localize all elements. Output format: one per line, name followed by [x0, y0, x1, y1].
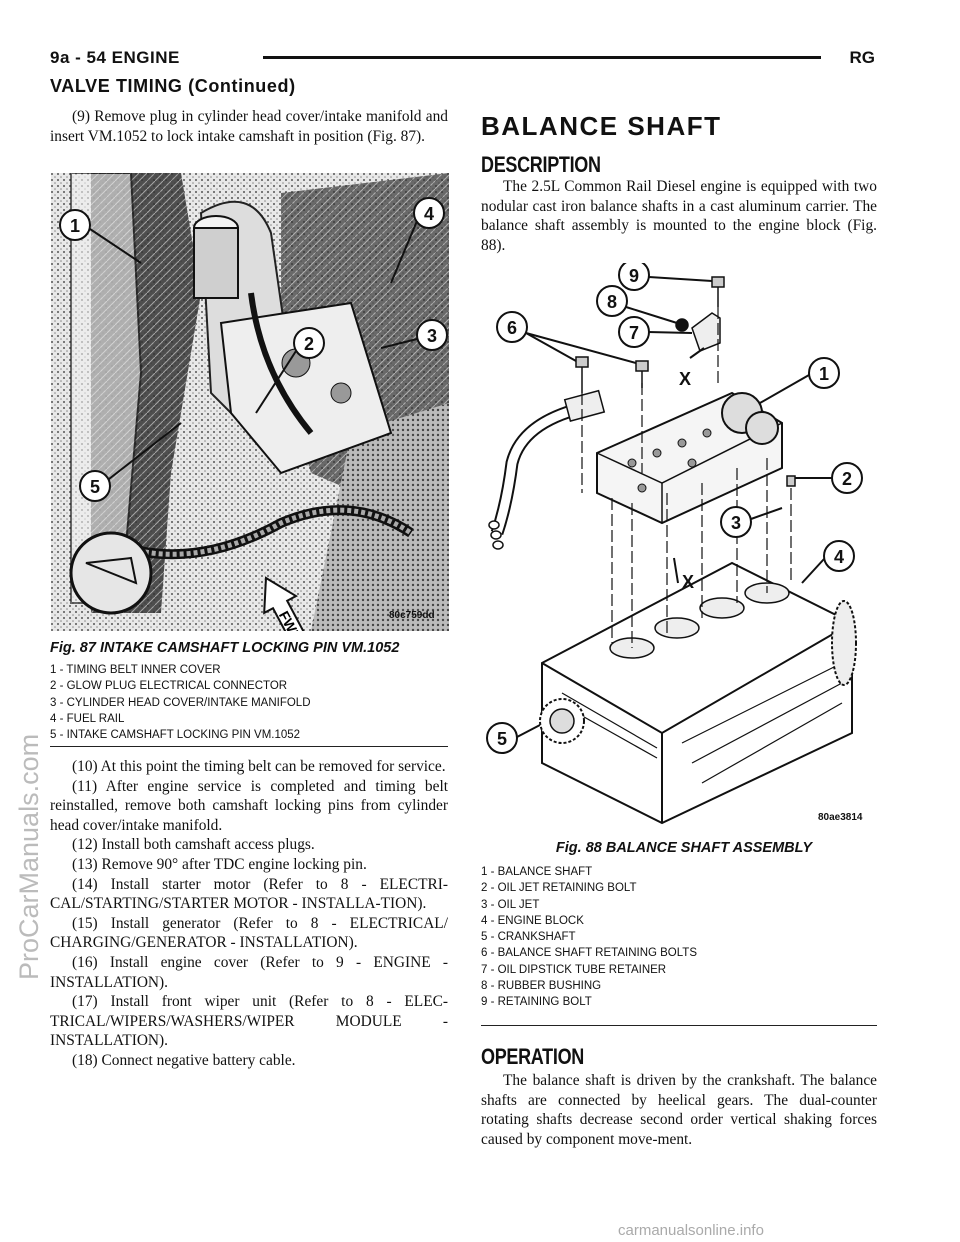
fig88-callout-8: 8 — [607, 292, 617, 312]
page-number: 9a - 54 ENGINE — [50, 48, 180, 67]
fig88-legend-item: 8 - RUBBER BUSHING — [481, 980, 602, 993]
step-10: (10) At this point the timing belt can b… — [72, 758, 446, 775]
fig87-callout-1: 1 — [70, 216, 80, 236]
side-watermark: ProCarManuals.com — [14, 733, 44, 980]
step-16: (16) Install engine cover (Refer to 9 - … — [50, 953, 448, 991]
operation-block: The balance shaft is driven by the crank… — [481, 1071, 877, 1149]
description-heading-wrap: DESCRIPTION — [481, 152, 601, 177]
fig88-callout-5: 5 — [497, 729, 507, 749]
fig87-legend-item: 1 - TIMING BELT INNER COVER — [50, 664, 221, 676]
fig87-code: 80c759dd — [389, 610, 435, 621]
description-block: The 2.5L Common Rail Diesel engine is eq… — [481, 177, 877, 255]
fig88-rule — [481, 1025, 877, 1026]
description-heading: DESCRIPTION — [481, 152, 601, 177]
fig88-legend-item: 2 - OIL JET RETAINING BOLT — [481, 882, 637, 895]
fig88-legend-item: 6 - BALANCE SHAFT RETAINING BOLTS — [481, 947, 697, 960]
step-12: (12) Install both camshaft access plugs. — [72, 836, 315, 854]
fig88-caption: Fig. 88 BALANCE SHAFT ASSEMBLY — [555, 840, 813, 856]
fig88-callout-3: 3 — [731, 513, 741, 533]
fig87-rule — [50, 746, 448, 747]
fig87-callout-4: 4 — [424, 204, 434, 224]
fig88-callout-6: 6 — [507, 318, 517, 338]
fig87-callout-5: 5 — [90, 477, 100, 497]
step-17: (17) Install front wiper unit (Refer to … — [50, 993, 448, 1050]
fig87-callout-2: 2 — [304, 334, 314, 354]
left-column-steps: (10) At this point the timing belt can b… — [50, 757, 448, 1071]
fig88-legend-item: 4 - ENGINE BLOCK — [481, 914, 584, 927]
operation-heading: OPERATION — [481, 1044, 584, 1069]
fig88-legend: 1 - BALANCE SHAFT 2 - OIL JET RETAINING … — [481, 864, 877, 1011]
fig88-legend-item: 1 - BALANCE SHAFT — [481, 866, 593, 878]
step-18: (18) Connect negative battery cable. — [72, 1051, 296, 1069]
step-15: (15) Install generator (Refer to 8 - ELE… — [50, 914, 448, 952]
balance-shaft-title: BALANCE SHAFT — [481, 111, 722, 141]
fig87-photo: FWD 1 2 3 4 5 80c759dd — [50, 172, 450, 632]
fig87-caption-block: Fig. 87 INTAKE CAMSHAFT LOCKING PIN VM.1… — [50, 640, 448, 743]
operation-text: The balance shaft is driven by the crank… — [481, 1072, 877, 1148]
fig87-callout-3: 3 — [427, 326, 437, 346]
fig88-x-mark: X — [682, 572, 694, 592]
section-continued-title: VALVE TIMING (Continued) — [50, 76, 296, 96]
step-14: (14) Install starter motor (Refer to 8 -… — [50, 875, 448, 913]
fig88-caption-block: Fig. 88 BALANCE SHAFT ASSEMBLY 1 - BALAN… — [481, 840, 877, 1011]
step-13: (13) Remove 90° after TDC engine locking… — [72, 855, 367, 873]
fig87-legend-item: 5 - INTAKE CAMSHAFT LOCKING PIN VM.1052 — [50, 729, 301, 742]
fig88-legend-item: 3 - OIL JET — [481, 898, 540, 911]
fig88-drawing: X X 1 2 3 4 5 6 7 8 9 80ae3814 — [481, 262, 879, 830]
fig87-caption: Fig. 87 INTAKE CAMSHAFT LOCKING PIN VM.1… — [50, 640, 400, 656]
footer-watermark: carmanualsonline.info — [618, 1222, 764, 1239]
fig88-callout-7: 7 — [629, 323, 639, 343]
fig87-legend-item: 3 - CYLINDER HEAD COVER/INTAKE MANIFOLD — [50, 696, 311, 709]
fig87-legend: 1 - TIMING BELT INNER COVER 2 - GLOW PLU… — [50, 662, 448, 743]
fig88-x-mark: X — [679, 369, 691, 389]
fig88-callout-9: 9 — [629, 266, 639, 286]
step-11: (11) After engine service is completed a… — [50, 777, 448, 834]
fig88-legend-item: 7 - OIL DIPSTICK TUBE RETAINER — [481, 963, 667, 976]
fig88-legend-item: 9 - RETAINING BOLT — [481, 996, 592, 1009]
left-column-intro: (9) Remove plug in cylinder head cover/i… — [50, 107, 448, 146]
model-code: RG — [849, 48, 876, 67]
fig87-legend-item: 4 - FUEL RAIL — [50, 712, 125, 725]
step-9: (9) Remove plug in cylinder head cover/i… — [50, 108, 448, 145]
fig88-legend-item: 5 - CRANKSHAFT — [481, 931, 576, 944]
description-text: The 2.5L Common Rail Diesel engine is eq… — [481, 178, 877, 254]
page-header: 9a - 54 ENGINE RG — [50, 48, 875, 72]
fig88-callout-4: 4 — [834, 547, 844, 567]
fig88-callout-2: 2 — [842, 469, 852, 489]
fig88-callout-1: 1 — [819, 364, 829, 384]
fig88-code: 80ae3814 — [818, 812, 863, 823]
operation-heading-wrap: OPERATION — [481, 1044, 584, 1069]
header-rule — [263, 56, 821, 59]
fig87-legend-item: 2 - GLOW PLUG ELECTRICAL CONNECTOR — [50, 680, 288, 693]
